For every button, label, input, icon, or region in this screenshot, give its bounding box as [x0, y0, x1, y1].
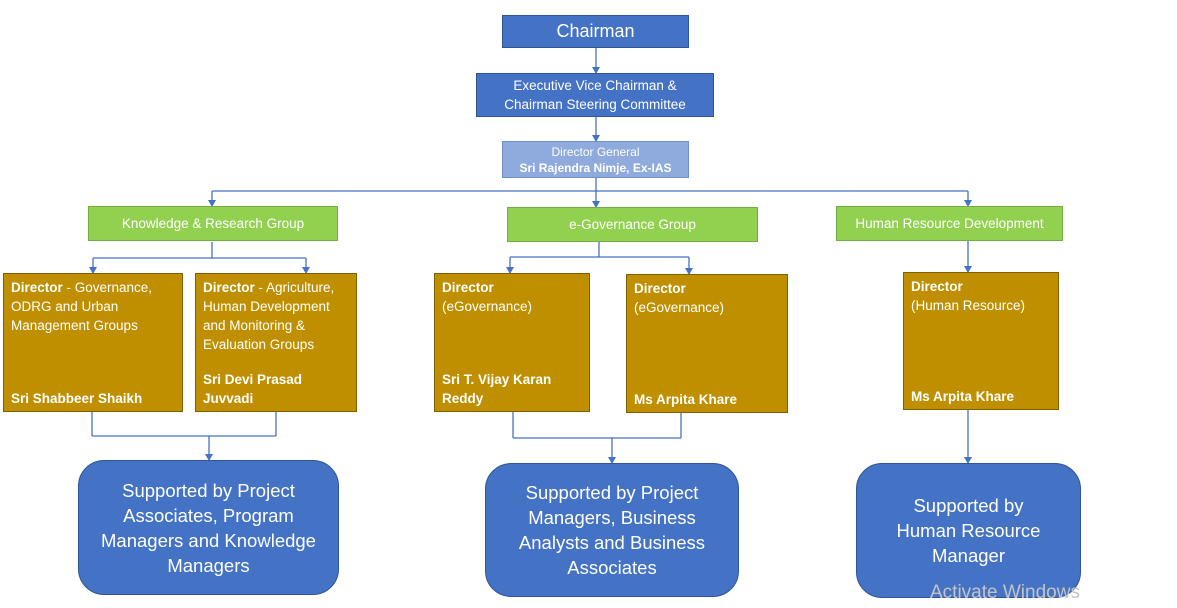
director-role: - Governance, ODRG and Urban Management … — [11, 280, 153, 333]
director-human-resource: Director (Human Resource) Ms Arpita Khar… — [903, 272, 1059, 410]
director-name: Ms Arpita Khare — [634, 392, 738, 407]
director-title: Director — [634, 281, 686, 296]
director-role: (Human Resource) — [911, 298, 1026, 313]
director-general-name: Sri Rajendra Nimje, Ex-IAS — [519, 160, 672, 175]
director-general-title: Director General — [551, 144, 640, 159]
group-e-governance: e-Governance Group — [507, 207, 758, 242]
director-governance: Director - Governance, ODRG and Urban Ma… — [3, 273, 183, 412]
director-title: Director — [11, 280, 63, 295]
director-name: Sri Devi Prasad Juvvadi — [203, 372, 303, 406]
director-name: Sri T. Vijay Karan Reddy — [442, 372, 552, 406]
director-name: Sri Shabbeer Shaikh — [11, 391, 143, 406]
support-human-resource: Supported by Human Resource Manager — [856, 463, 1081, 598]
support-e-governance: Supported by Project Managers, Business … — [485, 463, 739, 597]
director-title: Director — [911, 279, 963, 294]
activate-windows-watermark: Activate Windows — [930, 582, 1080, 603]
group-knowledge-research: Knowledge & Research Group — [88, 206, 338, 241]
support-label: Supported by Project Associates, Program… — [101, 479, 316, 576]
director-role: (eGovernance) — [634, 300, 725, 315]
director-agriculture: Director - Agriculture, Human Developmen… — [195, 273, 357, 412]
group-label: Human Resource Development — [855, 216, 1044, 231]
group-human-resource-development: Human Resource Development — [836, 206, 1063, 241]
director-egovernance-2: Director (eGovernance) Ms Arpita Khare — [626, 274, 788, 413]
group-label: e-Governance Group — [569, 217, 696, 232]
group-label: Knowledge & Research Group — [121, 216, 305, 231]
chairman-label: Chairman — [556, 21, 635, 41]
executive-box: Executive Vice Chairman & Chairman Steer… — [476, 73, 714, 117]
director-role: (eGovernance) — [442, 299, 533, 314]
director-title: Director — [442, 280, 494, 295]
executive-label: Executive Vice Chairman & Chairman Steer… — [504, 78, 686, 112]
support-knowledge-research: Supported by Project Associates, Program… — [78, 460, 339, 595]
director-role: - Agriculture, Human Development and Mon… — [203, 280, 335, 352]
support-label: Supported by Human Resource Manager — [896, 495, 1041, 566]
director-general-box: Director General Sri Rajendra Nimje, Ex-… — [502, 141, 689, 178]
chairman-box: Chairman — [502, 15, 689, 48]
director-name: Ms Arpita Khare — [911, 389, 1015, 404]
director-egovernance-1: Director (eGovernance) Sri T. Vijay Kara… — [434, 273, 590, 412]
support-label: Supported by Project Managers, Business … — [518, 482, 706, 578]
director-title: Director — [203, 280, 255, 295]
